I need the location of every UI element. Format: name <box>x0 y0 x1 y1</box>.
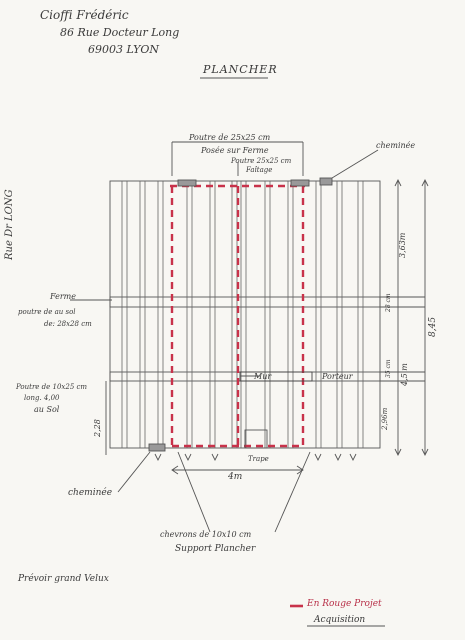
purlin-beam-top <box>109 296 381 308</box>
page-title: PLANCHER <box>203 63 278 76</box>
label-ferme: Ferme <box>50 292 76 301</box>
label-cheminee-bottom: cheminée <box>68 488 113 498</box>
label-mur: Mur <box>254 372 272 381</box>
dim-35: 35 cm <box>385 359 392 378</box>
label-porteur: Porteur <box>322 372 353 381</box>
chimney-top-left <box>177 179 197 187</box>
label-trappe: Trape <box>248 455 269 463</box>
label-poutre-sol-2: de: 28x28 cm <box>44 320 92 328</box>
label-chevrons-2: Support Plancher <box>175 544 256 554</box>
leader-chevrons-2 <box>274 451 311 533</box>
leader-cheminee-bottom <box>117 451 151 493</box>
dim-363: 3,63m <box>398 232 407 258</box>
side-street-label: Rue Dr LONG <box>4 189 15 260</box>
header-name: Cioffi Frédéric <box>40 8 129 22</box>
leader-cheminee-top <box>331 149 379 179</box>
rafters <box>121 181 364 448</box>
red-project-outline <box>170 184 305 448</box>
leader-chevrons-1 <box>177 451 211 533</box>
legend-project: En Rouge Projet <box>307 599 382 609</box>
label-velux: Prévoir grand Velux <box>18 574 109 584</box>
header-city: 69003 LYON <box>88 43 159 56</box>
chimney-bottom <box>148 443 166 452</box>
label-cheminee-top: cheminée <box>376 141 416 150</box>
label-poutre-top-2: Posée sur Ferme <box>201 146 269 155</box>
trapdoor <box>244 429 268 449</box>
dim-845: 8,45 <box>428 316 438 337</box>
label-poutre-left-3: au Sol <box>34 405 60 414</box>
label-poutre-top-1: Poutre de 25x25 cm <box>189 133 271 142</box>
dim-45: 4,5 m <box>400 363 409 386</box>
chimney-top-right <box>290 179 310 187</box>
header-street: 86 Rue Docteur Long <box>60 26 180 39</box>
label-poutre-left-1: Poutre de 10x25 cm <box>16 383 88 391</box>
load-bearing-wall <box>239 371 313 382</box>
arrow-heads-bottom <box>154 453 357 462</box>
chimney-top <box>319 177 333 186</box>
label-poutre-left-2: long. 4,00 <box>24 394 60 402</box>
label-faitage-2: Faîtage <box>246 166 273 174</box>
dim-296: 2,96m <box>381 407 389 430</box>
dim-228: 2,28 <box>93 419 102 437</box>
dim-28: 28 cm <box>385 293 392 312</box>
legend-acquisition: Acquisition <box>314 615 366 625</box>
label-chevrons-1: chevrons de 10x10 cm <box>160 530 252 539</box>
plan-outline <box>109 180 381 449</box>
label-faitage-1: Poutre 25x25 cm <box>231 157 292 165</box>
label-poutre-sol-1: poutre de au sol <box>18 308 76 316</box>
dim-4m: 4m <box>228 472 243 482</box>
